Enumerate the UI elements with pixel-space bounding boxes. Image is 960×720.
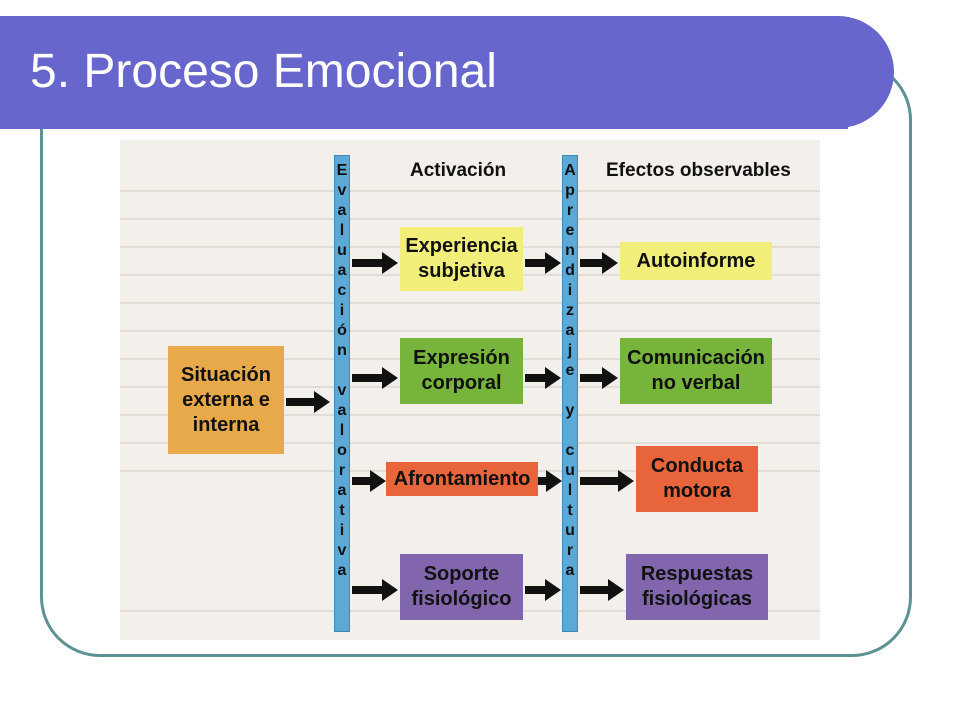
title-underline: [0, 126, 848, 129]
bar-letter: t: [339, 502, 345, 519]
bar-letter: j: [567, 342, 573, 359]
bar-letter: l: [567, 482, 573, 499]
bar-letter: u: [337, 242, 347, 259]
arrow-learning-to-nonverbal: [580, 367, 618, 389]
bar-letter: y: [565, 402, 575, 419]
background-text-line: [120, 218, 820, 220]
bar-letter: r: [338, 462, 346, 479]
arrow-eval-to-experience: [352, 252, 398, 274]
arrow-learning-to-self-report: [580, 252, 618, 274]
background-text-line: [120, 442, 820, 444]
bar-letter: a: [565, 562, 575, 579]
bar-letter: u: [565, 522, 575, 539]
bar-letter: l: [339, 422, 345, 439]
effect-box-self-report: Autoinforme: [620, 242, 772, 280]
bar-letter: r: [566, 542, 574, 559]
header-observable-effects: Efectos observables: [606, 160, 791, 181]
bar-letter: ó: [337, 322, 347, 339]
bar-letter: e: [565, 362, 575, 379]
bar-letter: [562, 421, 578, 441]
effect-box-nonverbal: Comunicación no verbal: [620, 338, 772, 404]
bar-learning: [562, 155, 578, 632]
bar-letter: n: [337, 342, 347, 359]
activation-box-physiological: Soporte fisiológico: [400, 554, 523, 620]
bar-letter: v: [337, 542, 347, 559]
bar-letter: a: [337, 562, 347, 579]
arrow-physiological-to-learning: [525, 579, 561, 601]
activation-box-expression: Expresión corporal: [400, 338, 523, 404]
arrow-eval-to-expression: [352, 367, 398, 389]
bar-letter: [334, 361, 350, 381]
background-text-line: [120, 302, 820, 304]
bar-letter: [562, 381, 578, 401]
bar-letter: d: [565, 262, 575, 279]
effect-box-physiological-responses: Respuestas fisiológicas: [626, 554, 768, 620]
bar-letter: n: [565, 242, 575, 259]
arrow-coping-to-learning: [538, 470, 562, 492]
bar-letter: t: [567, 502, 573, 519]
bar-letter: i: [339, 522, 345, 539]
source-box: Situación externa e interna: [168, 346, 284, 454]
bar-letter: a: [337, 482, 347, 499]
background-text-line: [120, 330, 820, 332]
arrow-source-to-evaluation: [286, 391, 330, 413]
background-text-line: [120, 190, 820, 192]
bar-letter: i: [339, 302, 345, 319]
bar-letter: A: [564, 162, 576, 179]
bar-letter: e: [565, 222, 575, 239]
arrow-eval-to-physiological: [352, 579, 398, 601]
header-activation: Activación: [410, 160, 507, 181]
bar-letter: r: [566, 202, 574, 219]
background-text-line: [120, 414, 820, 416]
bar-letter: u: [565, 462, 575, 479]
arrow-learning-to-motor: [580, 470, 634, 492]
bar-letter: a: [565, 322, 575, 339]
bar-letter: o: [337, 442, 347, 459]
arrow-learning-to-physiological-responses: [580, 579, 624, 601]
slide-title: 5. Proceso Emocional: [30, 45, 497, 98]
activation-box-experience: Experiencia subjetiva: [400, 227, 523, 291]
arrow-expression-to-learning: [525, 367, 561, 389]
bar-letter: p: [565, 182, 575, 199]
bar-evaluation: [334, 155, 350, 632]
bar-letter: a: [337, 262, 347, 279]
activation-box-coping: Afrontamiento: [386, 462, 538, 496]
bar-letter: v: [337, 382, 347, 399]
arrow-eval-to-coping: [352, 470, 386, 492]
arrow-experience-to-learning: [525, 252, 561, 274]
bar-letter: l: [339, 222, 345, 239]
bar-letter: v: [337, 182, 347, 199]
bar-letter: i: [567, 282, 573, 299]
title-bar: [0, 16, 894, 128]
effect-box-motor: Conducta motora: [636, 446, 758, 512]
bar-letter: z: [566, 302, 574, 319]
bar-letter: c: [337, 282, 347, 299]
bar-letter: E: [336, 162, 348, 179]
bar-letter: a: [337, 202, 347, 219]
bar-letter: c: [565, 442, 575, 459]
bar-letter: a: [337, 402, 347, 419]
